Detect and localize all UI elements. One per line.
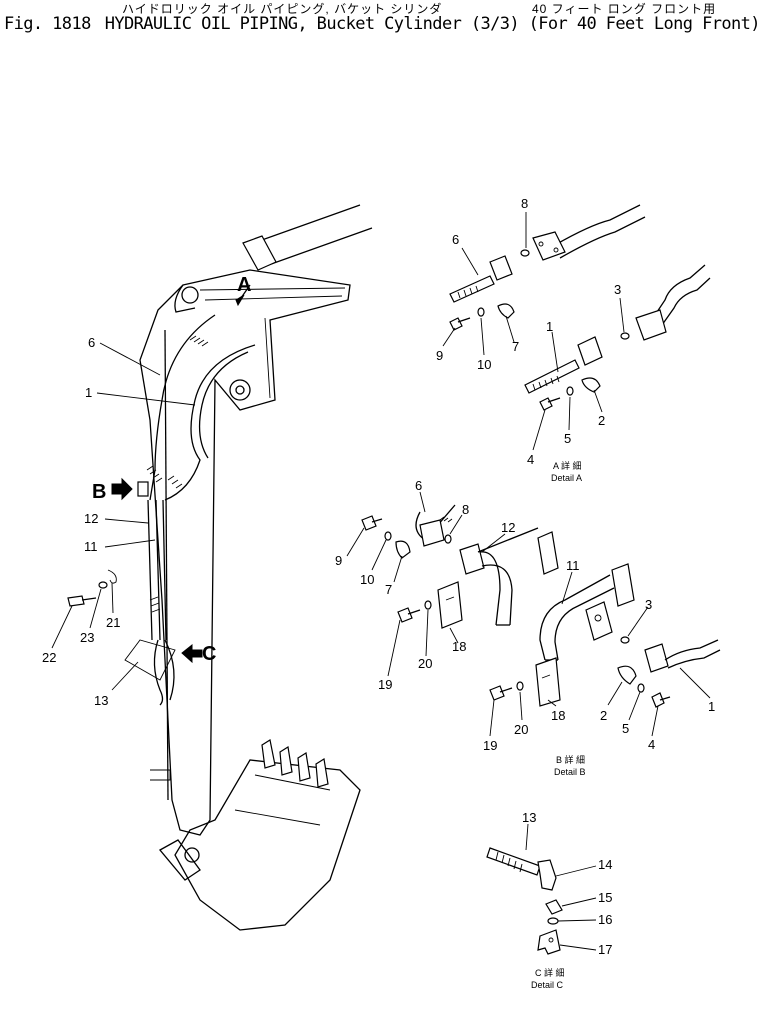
hydraulic-hoses-main — [67, 314, 256, 706]
b-label-4: 4 — [648, 737, 655, 752]
figure-number: Fig. 1818 — [4, 14, 91, 34]
a-label-6: 6 — [452, 232, 459, 247]
b-label-3: 3 — [645, 597, 652, 612]
view-b-label: B — [92, 481, 106, 503]
view-c-arrow: C — [181, 643, 216, 665]
b-label-19-top: 19 — [378, 677, 392, 692]
b-label-8: 8 — [462, 502, 469, 517]
b-label-1: 1 — [708, 699, 715, 714]
detail-c-jp: C 詳 細 — [535, 967, 565, 978]
japanese-title: ハイドロリック オイル パイピング, バケット シリンダ — [122, 2, 443, 16]
detail-c: 13 14 15 16 17 C 詳 細 Detail C — [486, 810, 612, 990]
b-label-2: 2 — [600, 708, 607, 723]
detail-b: 6 8 12 9 10 7 11 3 18 19 20 2 5 4 1 18 2… — [335, 478, 721, 777]
main-label-11: 11 — [84, 539, 98, 554]
b-label-5: 5 — [622, 721, 629, 736]
detail-b-jp: B 詳 細 — [556, 754, 585, 765]
c-label-16: 16 — [598, 912, 612, 927]
a-label-7: 7 — [512, 339, 519, 354]
main-view-callouts: 6 1 12 11 21 22 23 13 — [42, 335, 196, 708]
c-label-14: 14 — [598, 857, 612, 872]
a-label-4: 4 — [527, 452, 534, 467]
view-a-arrow: A — [235, 274, 251, 307]
b-label-12: 12 — [501, 520, 515, 535]
arm-assembly — [139, 204, 373, 931]
figure-header: ハイドロリック オイル パイピング, バケット シリンダ 40 フィート ロング… — [0, 0, 760, 40]
b-label-7: 7 — [385, 582, 392, 597]
c-label-15: 15 — [598, 890, 612, 905]
figure-title: HYDRAULIC OIL PIPING, Bucket Cylinder (3… — [104, 14, 760, 34]
main-label-12: 12 — [84, 511, 98, 526]
c-label-13: 13 — [522, 810, 536, 825]
main-label-22: 22 — [42, 650, 56, 665]
parts-diagram: A B C 6 1 12 11 21 22 23 13 — [42, 196, 721, 990]
main-label-1: 1 — [85, 385, 92, 400]
japanese-title-suffix: 40 フィート ロング フロント用 — [532, 2, 717, 16]
b-label-9: 9 — [335, 553, 342, 568]
main-label-21: 21 — [106, 615, 120, 630]
b-label-18-top: 18 — [452, 639, 466, 654]
main-label-13: 13 — [94, 693, 108, 708]
bucket-teeth — [261, 739, 329, 788]
a-label-1: 1 — [546, 319, 553, 334]
detail-c-caption: Detail C — [531, 980, 564, 990]
b-label-6: 6 — [415, 478, 422, 493]
a-label-3: 3 — [614, 282, 621, 297]
a-label-5: 5 — [564, 431, 571, 446]
b-label-11: 11 — [566, 558, 580, 573]
b-label-19-bottom: 19 — [483, 738, 497, 753]
a-label-8: 8 — [521, 196, 528, 211]
b-label-20-top: 20 — [418, 656, 432, 671]
main-label-6: 6 — [88, 335, 95, 350]
a-label-2: 2 — [598, 413, 605, 428]
a-label-9: 9 — [436, 348, 443, 363]
view-b-arrow: B — [92, 477, 133, 503]
figure-title-line: Fig. 1818 HYDRAULIC OIL PIPING, Bucket Cy… — [4, 14, 760, 34]
c-label-17: 17 — [598, 942, 612, 957]
b-label-20-bottom: 20 — [514, 722, 528, 737]
detail-a-jp: A 詳 細 — [553, 460, 582, 471]
detail-b-caption: Detail B — [554, 767, 586, 777]
detail-a: 8 6 3 1 7 10 9 2 5 4 A 詳 細 Detail A — [436, 196, 711, 483]
main-label-23: 23 — [80, 630, 94, 645]
b-label-10: 10 — [360, 572, 374, 587]
view-c-label: C — [202, 643, 216, 665]
a-label-10: 10 — [477, 357, 491, 372]
view-a-label: A — [237, 274, 251, 296]
detail-a-caption: Detail A — [551, 473, 582, 483]
b-label-18-bottom: 18 — [551, 708, 565, 723]
